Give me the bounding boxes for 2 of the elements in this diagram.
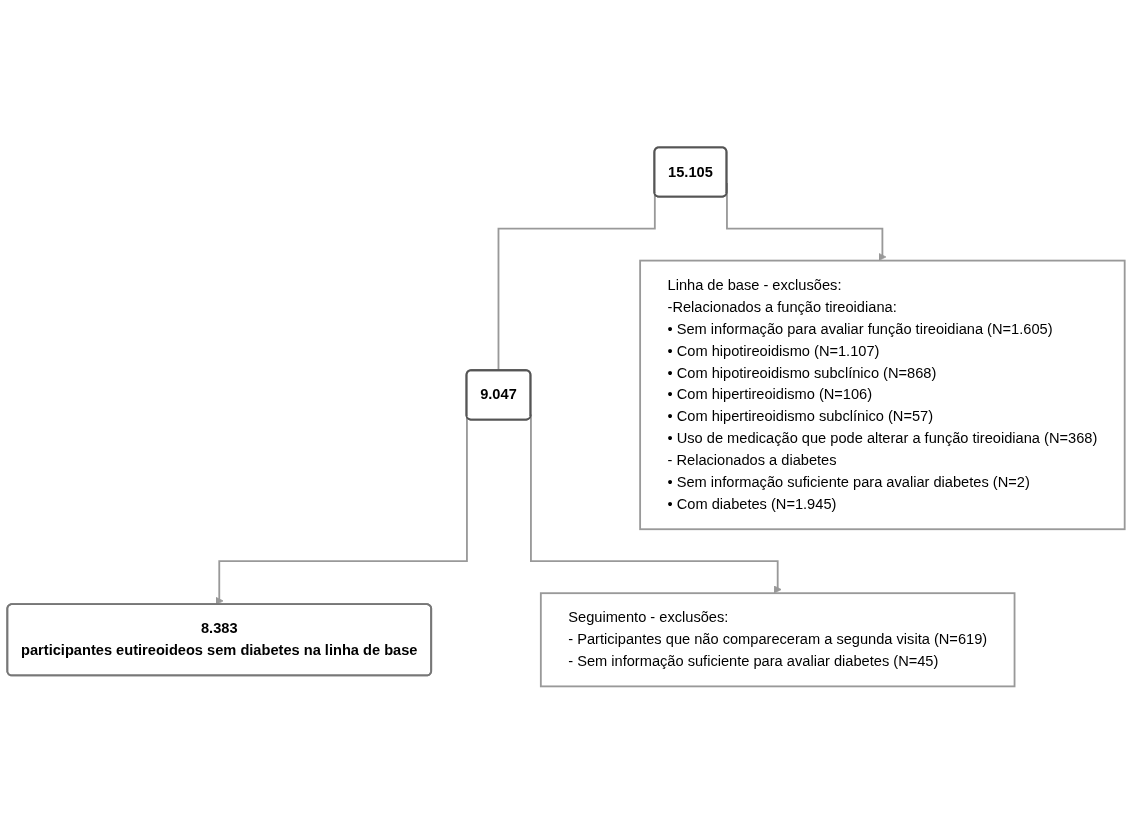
node-box: Seguimento - exclusões: - Participantes que não compareceram a segunda visita (N=619) - Sem informação suficiente para avaliar diabetes (N=45) xyxy=(539,592,1016,688)
node-box: Linha de base - exclusões: -Relacionados a função tireoidiana: • Sem informação para avaliar função tireoidiana (N=1.605) • Com hipotireoidismo (N=1.107) • Com hipotireoidismo subclínico (N=868) • Com hipertireoidismo (N=106) • Com hipertireoidismo subclínico (N=57) • Uso de medicação que pode alterar a função tireoidiana (N=368) - Relacionados a diabetes • Sem informação suficiente para avaliar diabetes (N=2) • Com diabetes (N=1.945) xyxy=(639,259,1126,531)
